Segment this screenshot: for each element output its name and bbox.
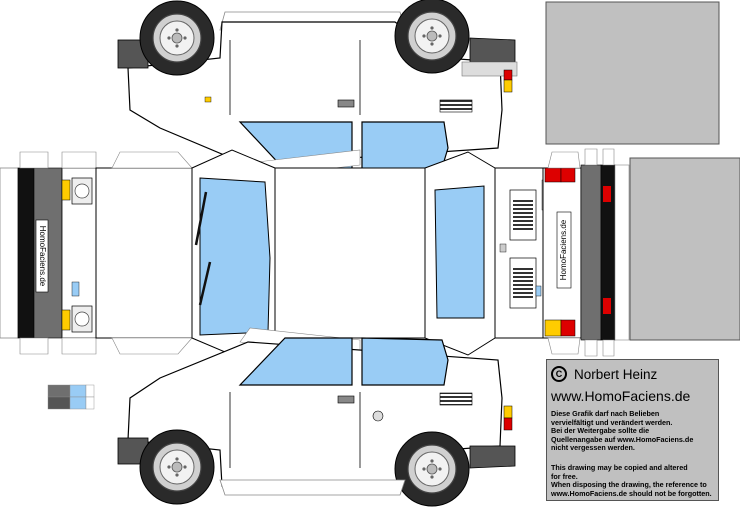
rear-face: HomoFaciens.de: [542, 148, 630, 357]
author-line: C Norbert Heinz: [551, 366, 657, 382]
tailgate-panel: [494, 167, 549, 339]
license-notice-german: Diese Grafik darf nach Belieben vervielf…: [551, 409, 694, 453]
rear-license-plate: HomoFaciens.de: [559, 219, 568, 280]
side-view-top: [117, 0, 518, 179]
copyleft-icon: C: [551, 366, 567, 382]
front-license-plate: HomoFaciens.de: [38, 226, 47, 287]
blank-panel-side: [629, 157, 740, 341]
rear-window-panel: [424, 151, 496, 356]
copyright-panel: C Norbert Heinz www.HomoFaciens.de Diese…: [546, 359, 719, 501]
side-view-bottom: [117, 327, 516, 507]
blank-panel-top: [545, 1, 720, 145]
license-notice-english: This drawing may be copied and altered f…: [551, 463, 712, 498]
author-name: Norbert Heinz: [574, 366, 658, 382]
windshield-panel: [191, 149, 276, 356]
color-swatches: [47, 384, 95, 410]
front-face: HomoFaciens.de: [0, 151, 97, 355]
roof-panel: [274, 167, 426, 339]
website-link[interactable]: www.HomoFaciens.de: [551, 388, 691, 404]
hood-panel: [95, 151, 193, 355]
